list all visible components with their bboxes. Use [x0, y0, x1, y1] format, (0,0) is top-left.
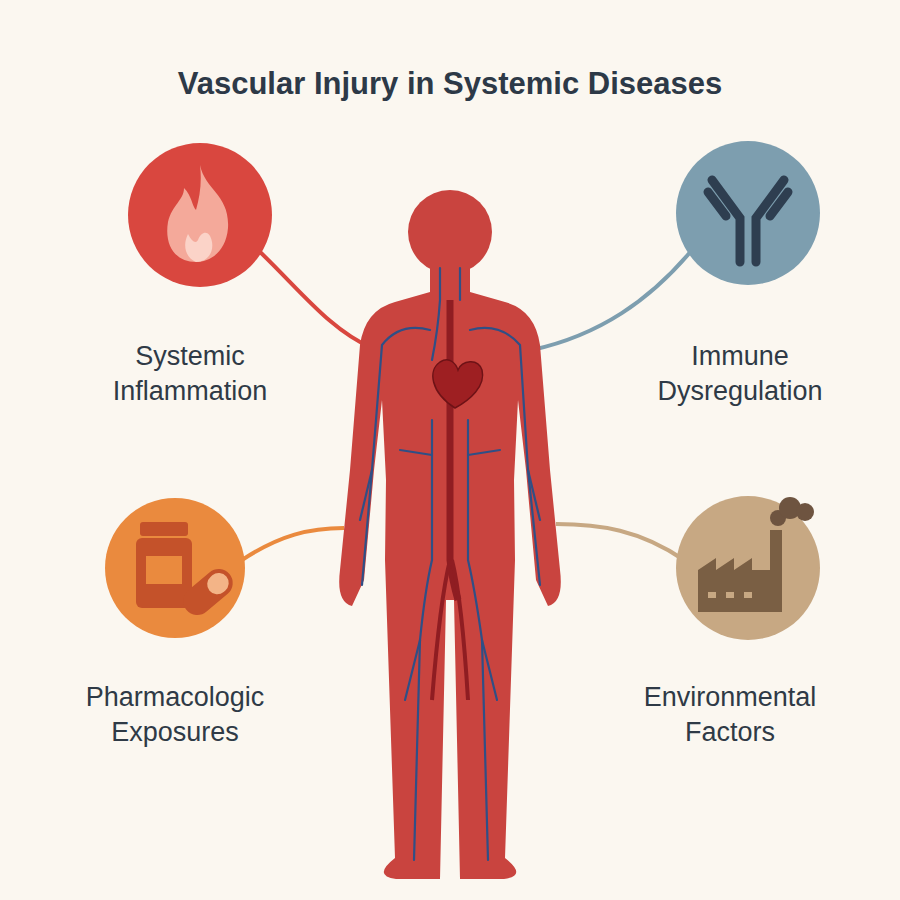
link-curve: [532, 250, 692, 350]
circle-area: [25, 498, 325, 680]
circle-area: [595, 141, 885, 339]
factor-circle: Pharmacologic Exposures: [25, 498, 325, 749]
diagram-title: Vascular Injury in Systemic Diseases: [0, 66, 900, 102]
factor-circle: Environmental Factors: [585, 496, 875, 749]
human-figure: [339, 190, 561, 879]
link-curve: [242, 528, 344, 560]
link-curve: [258, 250, 372, 348]
circle-area: [585, 496, 875, 680]
factor-circle: Immune Dysregulation: [595, 141, 885, 408]
immune-circle: [676, 141, 820, 285]
factor-label: Pharmacologic Exposures: [60, 680, 290, 749]
factor-circle: Systemic Inflammation: [45, 143, 335, 408]
inflammation-circle: [128, 143, 272, 287]
circle-area: [45, 143, 335, 339]
link-curve: [556, 524, 684, 560]
pharmacologic-circle: [105, 498, 245, 638]
environment-circle: [676, 496, 820, 640]
factor-label: Environmental Factors: [615, 680, 845, 749]
factor-label: Immune Dysregulation: [625, 339, 855, 408]
factor-label: Systemic Inflammation: [75, 339, 305, 408]
